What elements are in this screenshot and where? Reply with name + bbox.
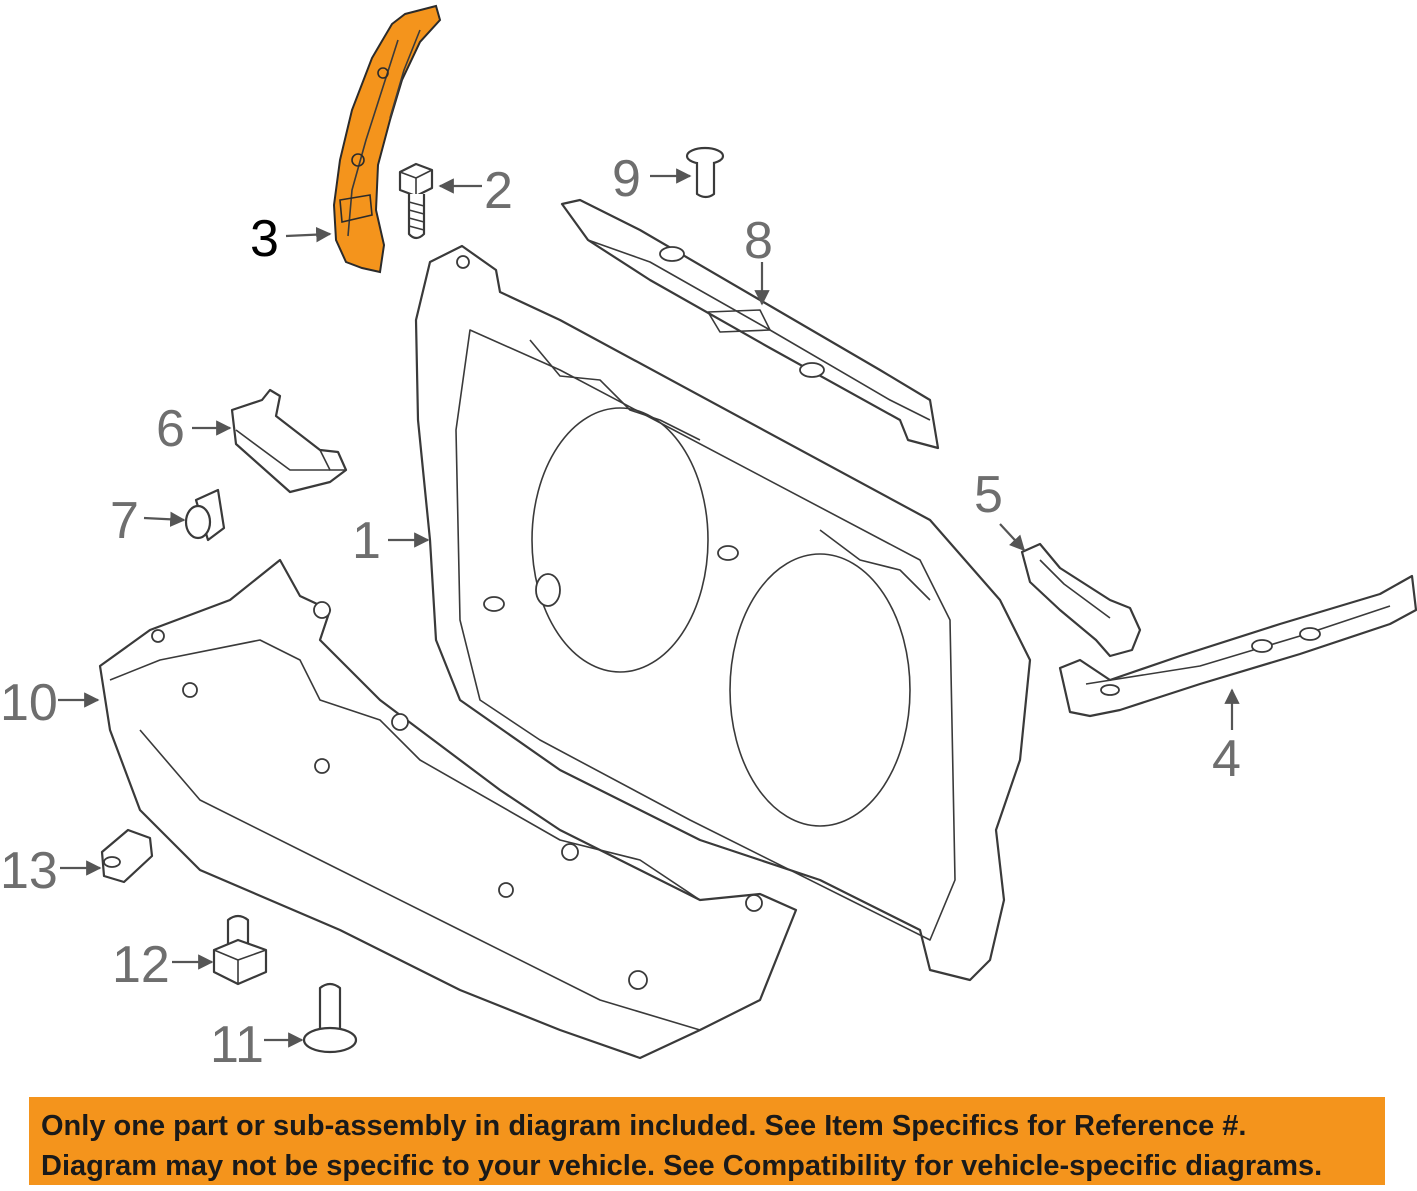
part-8-upper-tie-bar — [560, 198, 940, 450]
callout-10: 10 — [0, 674, 58, 732]
part-5-bracket — [1020, 542, 1142, 658]
callout-4: 4 — [1212, 730, 1241, 788]
callout-2: 2 — [484, 162, 513, 220]
part-10-splash-shield — [98, 558, 798, 1060]
leader-7 — [143, 511, 186, 527]
callout-13: 13 — [0, 842, 58, 900]
leader-5 — [999, 523, 1026, 552]
part-2-bolt — [398, 162, 434, 240]
part-4-lower-tie-bar — [1058, 574, 1417, 718]
callout-7: 7 — [110, 492, 139, 550]
disclaimer-line-1: Only one part or sub-assembly in diagram… — [41, 1110, 1247, 1142]
disclaimer-banner: Only one part or sub-assembly in diagram… — [29, 1097, 1385, 1185]
callout-8: 8 — [744, 212, 773, 270]
part-9-clip — [685, 146, 725, 199]
callout-1: 1 — [352, 512, 381, 570]
part-11-bolt — [302, 982, 358, 1054]
callout-11: 11 — [210, 1016, 264, 1074]
part-13-clip — [100, 828, 154, 884]
part-3-highlighted-bracket — [332, 4, 442, 274]
callout-6: 6 — [156, 400, 185, 458]
callout-3: 3 — [250, 210, 279, 268]
callout-5: 5 — [974, 466, 1003, 524]
part-6-bracket — [230, 388, 348, 494]
callout-9: 9 — [612, 150, 641, 208]
part-7-clip — [184, 488, 226, 542]
part-1-radiator-support — [414, 244, 1032, 982]
leader-3 — [285, 226, 332, 243]
part-12-bolt — [212, 914, 268, 986]
callout-12: 12 — [112, 936, 170, 994]
disclaimer-line-2: Diagram may not be specific to your vehi… — [41, 1150, 1323, 1182]
